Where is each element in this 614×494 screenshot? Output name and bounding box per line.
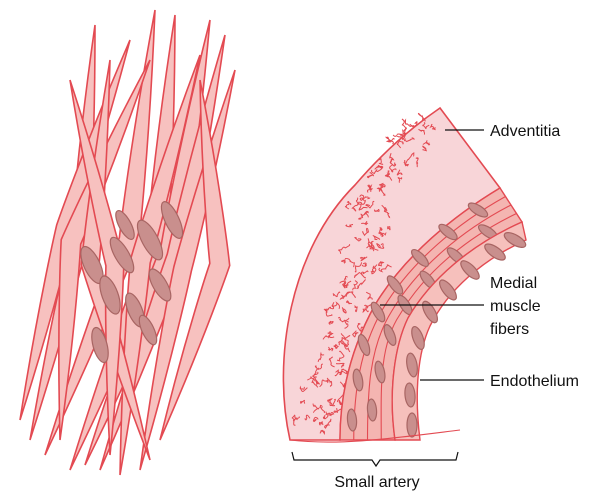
smooth-muscle-fibers [20, 10, 235, 475]
adventitia-fiber-squiggle [397, 130, 403, 136]
adventitia-label: Adventitia [490, 123, 560, 140]
medial-label-line3: fibers [490, 321, 529, 338]
medial-label-line2: muscle [490, 298, 541, 315]
small-artery-label: Small artery [334, 474, 419, 491]
adventitia-fiber-squiggle [405, 120, 414, 126]
endothelium-label: Endothelium [490, 373, 579, 390]
endothelial-cell-nucleus [407, 413, 417, 437]
small-artery-brace [292, 452, 458, 466]
medial-label-line1: Medial [490, 275, 537, 292]
